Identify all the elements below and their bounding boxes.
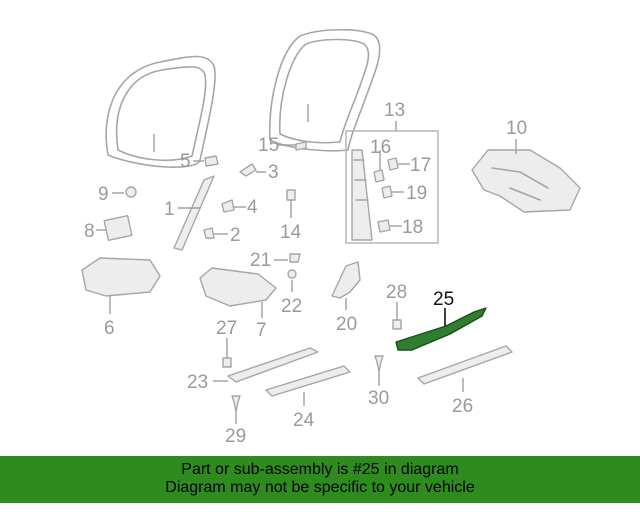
notice-line-2: Diagram may not be specific to your vehi… [165, 479, 475, 496]
callout-6[interactable]: 6 [104, 318, 115, 339]
callout-1[interactable]: 1 [164, 199, 175, 220]
callout-21[interactable]: 21 [250, 250, 271, 271]
callout-17[interactable]: 17 [410, 155, 431, 176]
front-carpet-left[interactable] [81, 257, 161, 297]
front-carpet-right[interactable] [199, 267, 277, 307]
callout-16[interactable]: 16 [370, 137, 391, 158]
clip-16[interactable] [373, 169, 385, 183]
callouts: 1 2 3 4 5 6 7 8 9 10 13 14 15 16 17 18 1… [84, 100, 527, 447]
screw-29[interactable] [231, 395, 241, 413]
rear-door-weatherstrip[interactable] [268, 28, 381, 152]
callout-8[interactable]: 8 [84, 221, 95, 242]
callout-13[interactable]: 13 [384, 100, 405, 121]
callout-9[interactable]: 9 [98, 184, 109, 205]
callout-26[interactable]: 26 [452, 396, 473, 417]
part-notice-banner: Part or sub-assembly is #25 in diagram D… [0, 456, 640, 503]
front-door-weatherstrip[interactable] [105, 55, 216, 168]
callout-22[interactable]: 22 [281, 296, 302, 317]
clip-4[interactable] [221, 199, 235, 213]
callout-19[interactable]: 19 [406, 183, 427, 204]
rear-carpet[interactable] [471, 149, 581, 213]
clip-3[interactable] [239, 163, 257, 177]
callout-27[interactable]: 27 [216, 318, 237, 339]
clip-18[interactable] [377, 219, 391, 233]
clip-9[interactable] [125, 186, 137, 198]
callout-15[interactable]: 15 [258, 135, 279, 156]
highlighted-sill-plate-25[interactable] [395, 307, 487, 351]
callout-20[interactable]: 20 [336, 314, 357, 335]
callout-10[interactable]: 10 [506, 118, 527, 139]
front-sill-plate[interactable] [227, 347, 319, 383]
clip-2[interactable] [203, 227, 215, 239]
callout-18[interactable]: 18 [402, 217, 423, 238]
clip-22[interactable] [287, 269, 297, 279]
callout-25[interactable]: 25 [433, 289, 454, 310]
notice-line-1: Part or sub-assembly is #25 in diagram [181, 461, 459, 478]
callout-28[interactable]: 28 [386, 282, 407, 303]
clip-28[interactable] [392, 319, 402, 330]
clip-14[interactable] [286, 189, 296, 201]
clip-17[interactable] [387, 157, 399, 171]
callout-30[interactable]: 30 [368, 388, 389, 409]
rear-scuff-plate[interactable] [417, 345, 513, 385]
a-pillar-trim[interactable] [173, 175, 215, 251]
pillar-group-box [345, 130, 439, 244]
callout-23[interactable]: 23 [187, 372, 208, 393]
callout-7[interactable]: 7 [256, 320, 267, 341]
callout-2[interactable]: 2 [230, 225, 241, 246]
leader-lines [96, 104, 517, 424]
callout-24[interactable]: 24 [293, 410, 315, 431]
callout-4[interactable]: 4 [247, 197, 258, 218]
callout-5[interactable]: 5 [180, 151, 191, 172]
clip-21[interactable] [289, 253, 301, 263]
clip-19[interactable] [381, 185, 393, 199]
parts-diagram: 1 2 3 4 5 6 7 8 9 10 13 14 15 16 17 18 1… [81, 28, 581, 447]
b-pillar-lower-trim[interactable] [331, 261, 361, 299]
clip-15[interactable] [295, 141, 307, 151]
clip-5[interactable] [204, 155, 219, 167]
front-scuff-plate[interactable] [265, 365, 351, 397]
callout-3[interactable]: 3 [268, 162, 279, 183]
callout-29[interactable]: 29 [225, 426, 246, 447]
clip-27[interactable] [222, 357, 232, 368]
callout-14[interactable]: 14 [280, 222, 302, 243]
screw-30[interactable] [374, 355, 384, 373]
cover-plate[interactable] [103, 215, 133, 241]
